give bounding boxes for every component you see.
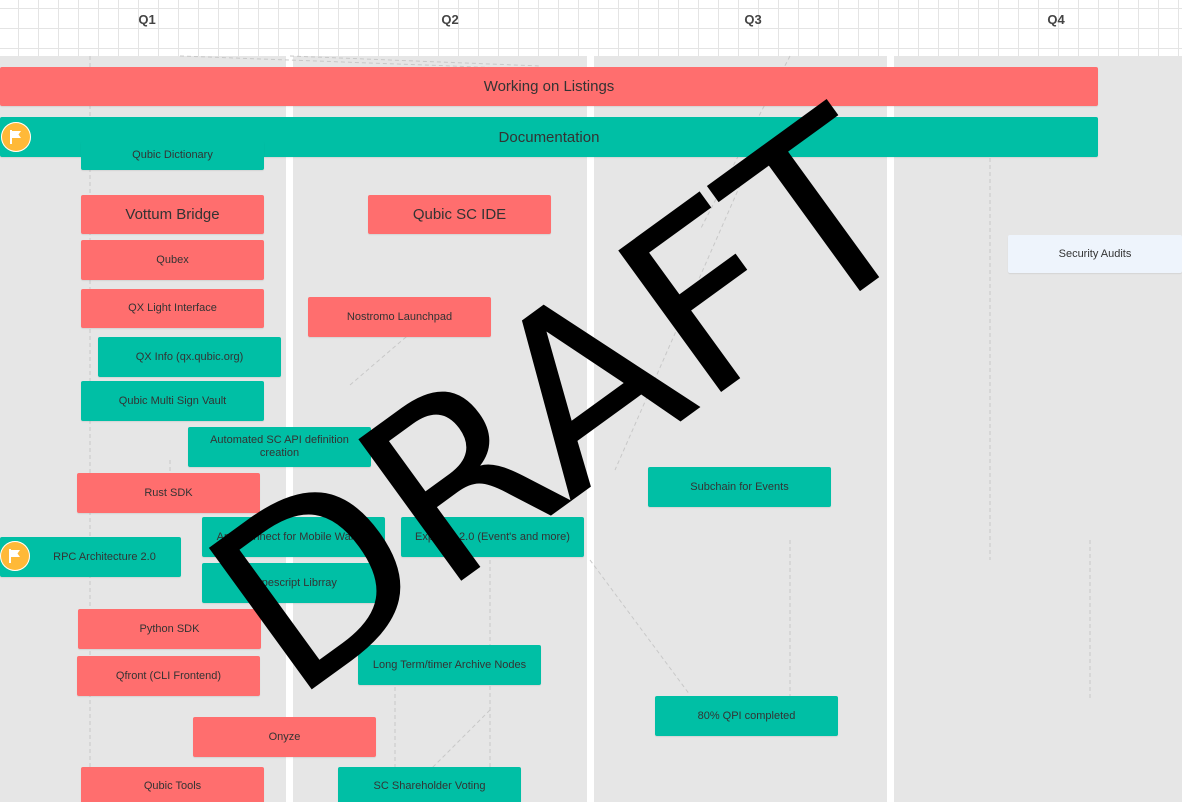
- card-onyze[interactable]: Onyze: [193, 717, 376, 757]
- milestone-flag-icon[interactable]: [1, 122, 31, 152]
- quarter-label-q1: Q1: [138, 12, 156, 27]
- lane-q3: [594, 56, 887, 802]
- quarter-label-q2: Q2: [441, 12, 459, 27]
- banner-working-on-listings[interactable]: Working on Listings: [0, 67, 1098, 106]
- card-qubic-sc-ide[interactable]: Qubic SC IDE: [368, 195, 551, 234]
- lane-q4: [894, 56, 1182, 802]
- card-security-audits[interactable]: Security Audits: [1008, 235, 1182, 273]
- card-qubic-multi-sign-vault[interactable]: Qubic Multi Sign Vault: [81, 381, 264, 421]
- quarter-label-q3: Q3: [744, 12, 762, 27]
- card-rpc-architecture[interactable]: RPC Architecture 2.0: [0, 537, 181, 577]
- card-vottum-bridge[interactable]: Vottum Bridge: [81, 195, 264, 234]
- card-typescript-library[interactable]: Typescript Librray: [202, 563, 385, 603]
- card-python-sdk[interactable]: Python SDK: [78, 609, 261, 649]
- quarter-label-q4: Q4: [1047, 12, 1065, 27]
- card-rust-sdk[interactable]: Rust SDK: [77, 473, 260, 513]
- card-qubic-tools[interactable]: Qubic Tools: [81, 767, 264, 802]
- quarter-header: Q1 Q2 Q3 Q4: [0, 0, 1182, 56]
- card-explorer-2[interactable]: Explorer 2.0 (Event's and more): [401, 517, 584, 557]
- card-subchain-for-events[interactable]: Subchain for Events: [648, 467, 831, 507]
- card-nostromo-launchpad[interactable]: Nostromo Launchpad: [308, 297, 491, 337]
- card-qubex[interactable]: Qubex: [81, 240, 264, 280]
- card-qfront[interactable]: Qfront (CLI Frontend): [77, 656, 260, 696]
- card-qx-light-interface[interactable]: QX Light Interface: [81, 289, 264, 328]
- card-automated-sc-api[interactable]: Automated SC API definition creation: [188, 427, 371, 467]
- rpc-flag-icon[interactable]: [0, 541, 30, 571]
- card-sc-shareholder-voting[interactable]: SC Shareholder Voting: [338, 767, 521, 802]
- card-qpi-completed[interactable]: 80% QPI completed: [655, 696, 838, 736]
- card-long-term-archive[interactable]: Long Term/timer Archive Nodes: [358, 645, 541, 685]
- card-app-connect[interactable]: App Connect for Mobile Wallets: [202, 517, 385, 557]
- card-qubic-dictionary[interactable]: Qubic Dictionary: [81, 141, 264, 170]
- card-qx-info[interactable]: QX Info (qx.qubic.org): [98, 337, 281, 377]
